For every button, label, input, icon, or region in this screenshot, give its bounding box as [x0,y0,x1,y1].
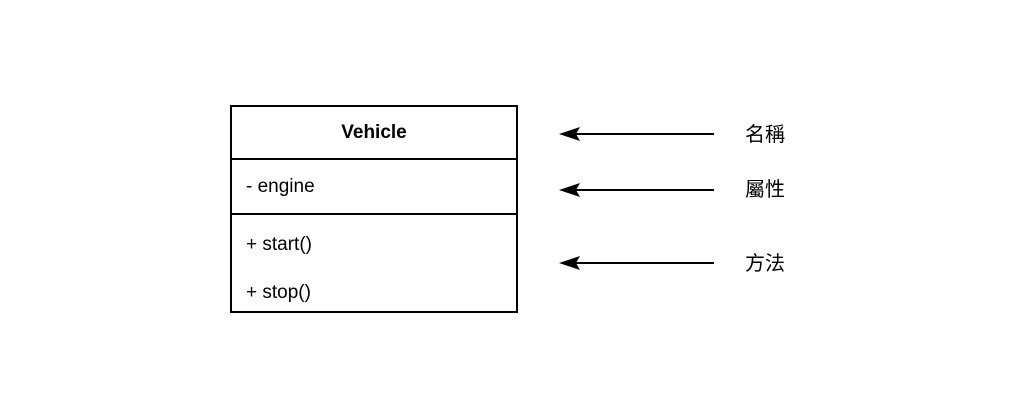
uml-class-box: Vehicle - engine + start() + stop() [230,105,518,313]
arrow-left-icon [559,127,714,141]
method-start: + start() [246,234,312,255]
method-stop: + stop() [246,282,311,303]
attribute-engine: - engine [246,175,315,197]
class-name: Vehicle [341,121,407,143]
annotation-label-attribute: 屬性 [745,179,785,201]
class-attributes-compartment: - engine [232,158,516,213]
class-methods-compartment: + start() + stop() [232,213,516,311]
arrow-left-icon [559,183,714,197]
annotation-label-method: 方法 [745,253,785,275]
arrow-left-icon [559,256,714,270]
class-name-compartment: Vehicle [232,107,516,158]
annotation-label-name: 名稱 [745,124,785,146]
